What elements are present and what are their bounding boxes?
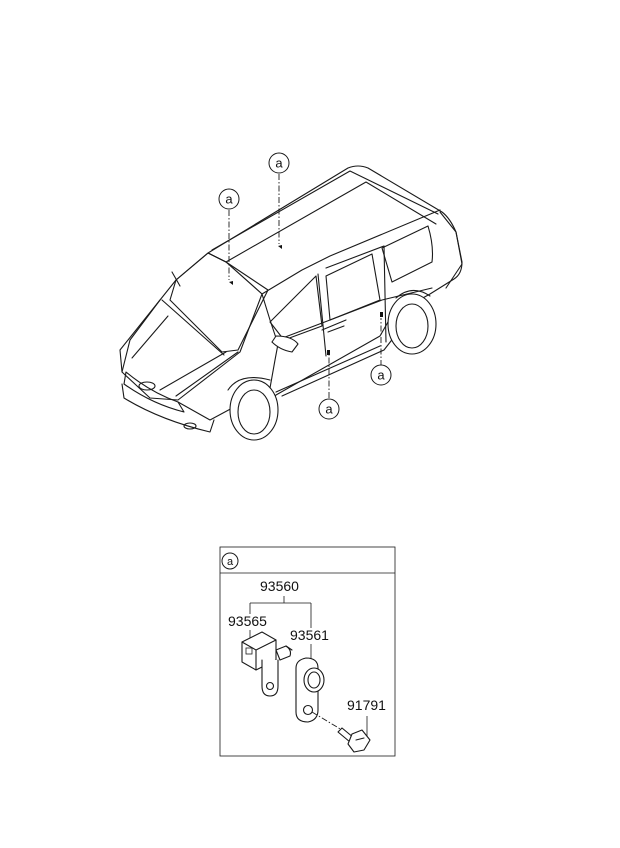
screw-drawing [311,711,371,753]
callout-roof-label: a [275,156,283,171]
part-number-switch: 93565 [228,613,267,629]
switch-mark-rear-door [380,312,383,317]
callout-leaders [228,174,382,398]
part-number-screw: 91791 [347,697,386,713]
detail-box: a 93560 93565 93561 91791 [219,546,396,757]
callout-roof[interactable]: a [268,152,290,174]
minivan-illustration [119,165,463,441]
switch-mark-windshield [229,281,233,285]
part-number-assembly: 93560 [260,578,299,594]
switch-cover-drawing [295,657,325,723]
door-switch-drawing [241,631,293,697]
callout-rear-door[interactable]: a [370,364,392,386]
callout-front-door[interactable]: a [318,398,340,420]
callout-windshield[interactable]: a [218,188,240,210]
detail-box-header-badge: a [221,552,239,570]
part-number-cover: 93561 [290,627,329,643]
callout-windshield-label: a [225,192,233,207]
callout-rear-door-label: a [377,368,385,383]
detail-box-header-label: a [227,556,234,568]
switch-mark-roof [278,245,282,249]
switch-mark-front-door [327,350,330,355]
callout-front-door-label: a [325,402,333,417]
